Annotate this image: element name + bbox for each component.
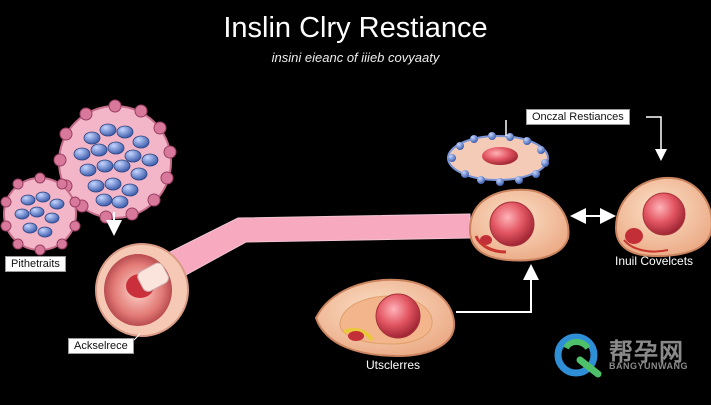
vessel-cross-section	[95, 243, 189, 337]
cell-cluster-small	[0, 172, 81, 256]
diagram-title: Inslin Clry Restiance	[223, 12, 488, 44]
label-top-right: Onczal Restiances	[526, 109, 630, 125]
watermark-logo: 帮孕网 BANGYUNWANG	[556, 330, 696, 380]
label-bottom-center: Utsclerres	[366, 358, 421, 372]
label-bottom-left: Ackselrece	[68, 338, 134, 354]
label-left-cell: Pithetraits	[5, 256, 66, 272]
cell-cluster-large	[53, 99, 177, 224]
cell-far-right	[614, 176, 711, 258]
arrow-callout-to-far-right	[646, 116, 667, 161]
cell-center-right	[468, 188, 570, 262]
cell-flat-top	[447, 132, 549, 186]
watermark-q-icon	[554, 333, 602, 378]
cell-bottom-center	[314, 278, 456, 358]
watermark-chinese-text: 帮孕网	[609, 339, 684, 366]
label-right-cell: Inuil Covelcets	[615, 254, 694, 268]
arrow-bottom-to-center-right	[456, 264, 539, 313]
pink-connector-band	[149, 213, 471, 289]
diagram-subtitle: insini eieanc of iiieb covyaaty	[271, 50, 440, 65]
watermark-english-text: BANGYUNWANG	[609, 361, 688, 371]
